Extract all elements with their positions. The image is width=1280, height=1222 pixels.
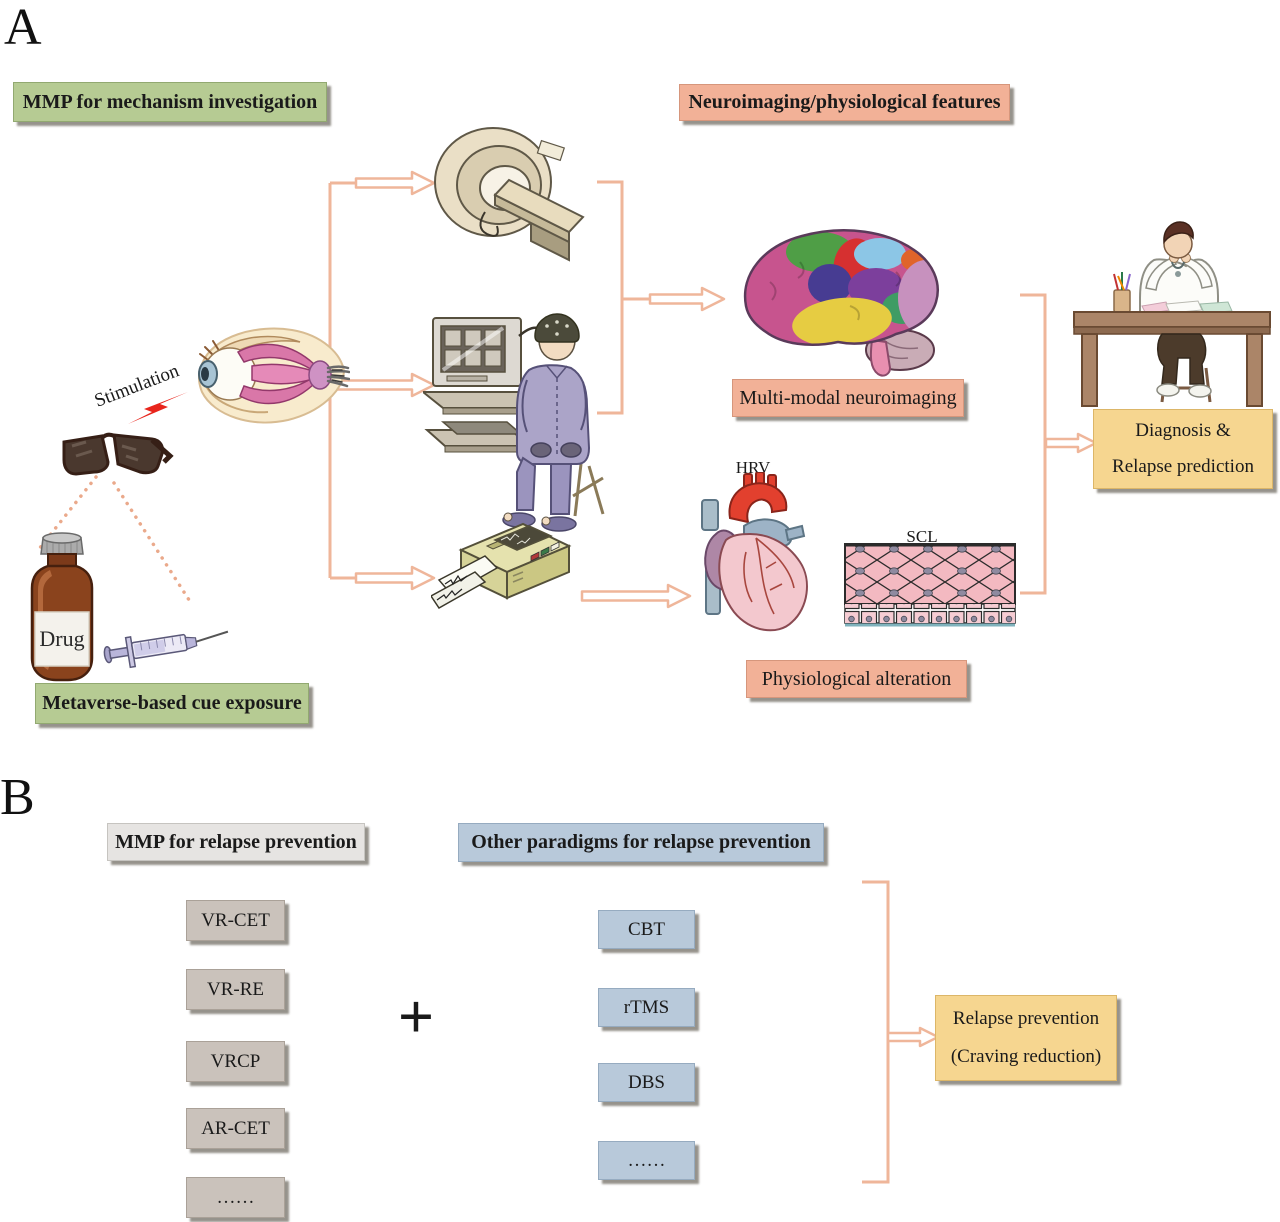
mechanism-header-text: MMP for mechanism investigation [22,90,318,113]
mmp-item-label: VR-CET [201,909,270,931]
outcome-line1: Relapse prevention [952,1008,1100,1029]
vr-glasses-icon [62,432,174,476]
arrow-to-brain [648,286,726,312]
heart-icon [701,472,808,632]
mmp-item-label: AR-CET [201,1117,270,1139]
other-item-label: …… [627,1149,666,1171]
mri-scanner-icon [434,127,585,262]
multimodal-label-box: Multi-modal neuroimaging [732,379,964,417]
panel-a-label: A [4,0,42,56]
diagnosis-bracket [1020,293,1047,595]
arrow-to-polygraph [354,565,436,591]
other-item-rtms: rTMS [598,988,695,1027]
panel-b-label: B [0,769,35,826]
features-header-box: Neuroimaging/physiological features [679,84,1010,121]
arrow-to-outcome [886,1026,940,1048]
mechanism-header-box: MMP for mechanism investigation [13,82,327,122]
mmp-item-ar-cet: AR-CET [186,1108,285,1149]
mmp-relapse-header-box: MMP for relapse prevention [107,823,365,861]
mmp-item-ellipsis: …… [186,1177,285,1218]
mmp-item-vrcp: VRCP [186,1041,285,1082]
dotted-line-to-syringe [112,481,193,605]
mmp-item-vr-cet: VR-CET [186,900,285,941]
mmp-item-label: VRCP [210,1050,261,1072]
other-item-dbs: DBS [598,1063,695,1102]
polygraph-icon [431,522,572,609]
mmp-item-label: VR-RE [207,978,264,1000]
scl-label: SCL [906,527,938,546]
brain-icon [743,229,939,377]
drug-label: Drug [39,626,84,651]
mmp-relapse-header-text: MMP for relapse prevention [115,830,357,853]
mmp-item-vr-re: VR-RE [186,969,285,1010]
diagnosis-box: Diagnosis & Relapse prediction [1093,409,1273,489]
diagnosis-line1: Diagnosis & [1135,420,1231,441]
eeg-recording-icon [423,313,605,532]
lightning-bolt-icon [128,392,188,424]
cue-exposure-header-text: Metaverse-based cue exposure [42,692,302,714]
skin-tissue-icon [844,543,1016,627]
other-paradigms-header-box: Other paradigms for relapse prevention [458,823,824,862]
other-item-label: CBT [628,918,665,940]
eye-anatomy-icon [198,327,350,424]
doctor-at-desk-icon [1073,221,1271,407]
diagnosis-line2: Relapse prediction [1112,456,1254,477]
physiological-label-text: Physiological alteration [761,667,952,690]
multimodal-label-text: Multi-modal neuroimaging [739,386,957,409]
other-item-label: rTMS [623,996,670,1018]
physiological-label-box: Physiological alteration [746,660,967,698]
arrow-to-heart [580,583,692,609]
syringe-icon [103,630,229,669]
drug-bottle-icon: Drug [30,532,94,682]
other-item-label: DBS [628,1071,665,1093]
cue-exposure-header-box: Metaverse-based cue exposure [35,683,309,724]
relapse-prevention-outcome-box: Relapse prevention (Craving reduction) [935,995,1117,1081]
plus-sign: + [397,981,435,1052]
features-header-text: Neuroimaging/physiological features [688,91,1001,113]
arrow-to-diagnosis [1044,432,1098,454]
other-paradigms-header-text: Other paradigms for relapse prevention [471,831,811,853]
mmp-item-label: …… [216,1186,255,1208]
relapse-bracket [862,880,890,1184]
other-item-ellipsis: …… [598,1141,695,1180]
outcome-line2: (Craving reduction) [950,1046,1102,1067]
other-item-cbt: CBT [598,910,695,949]
